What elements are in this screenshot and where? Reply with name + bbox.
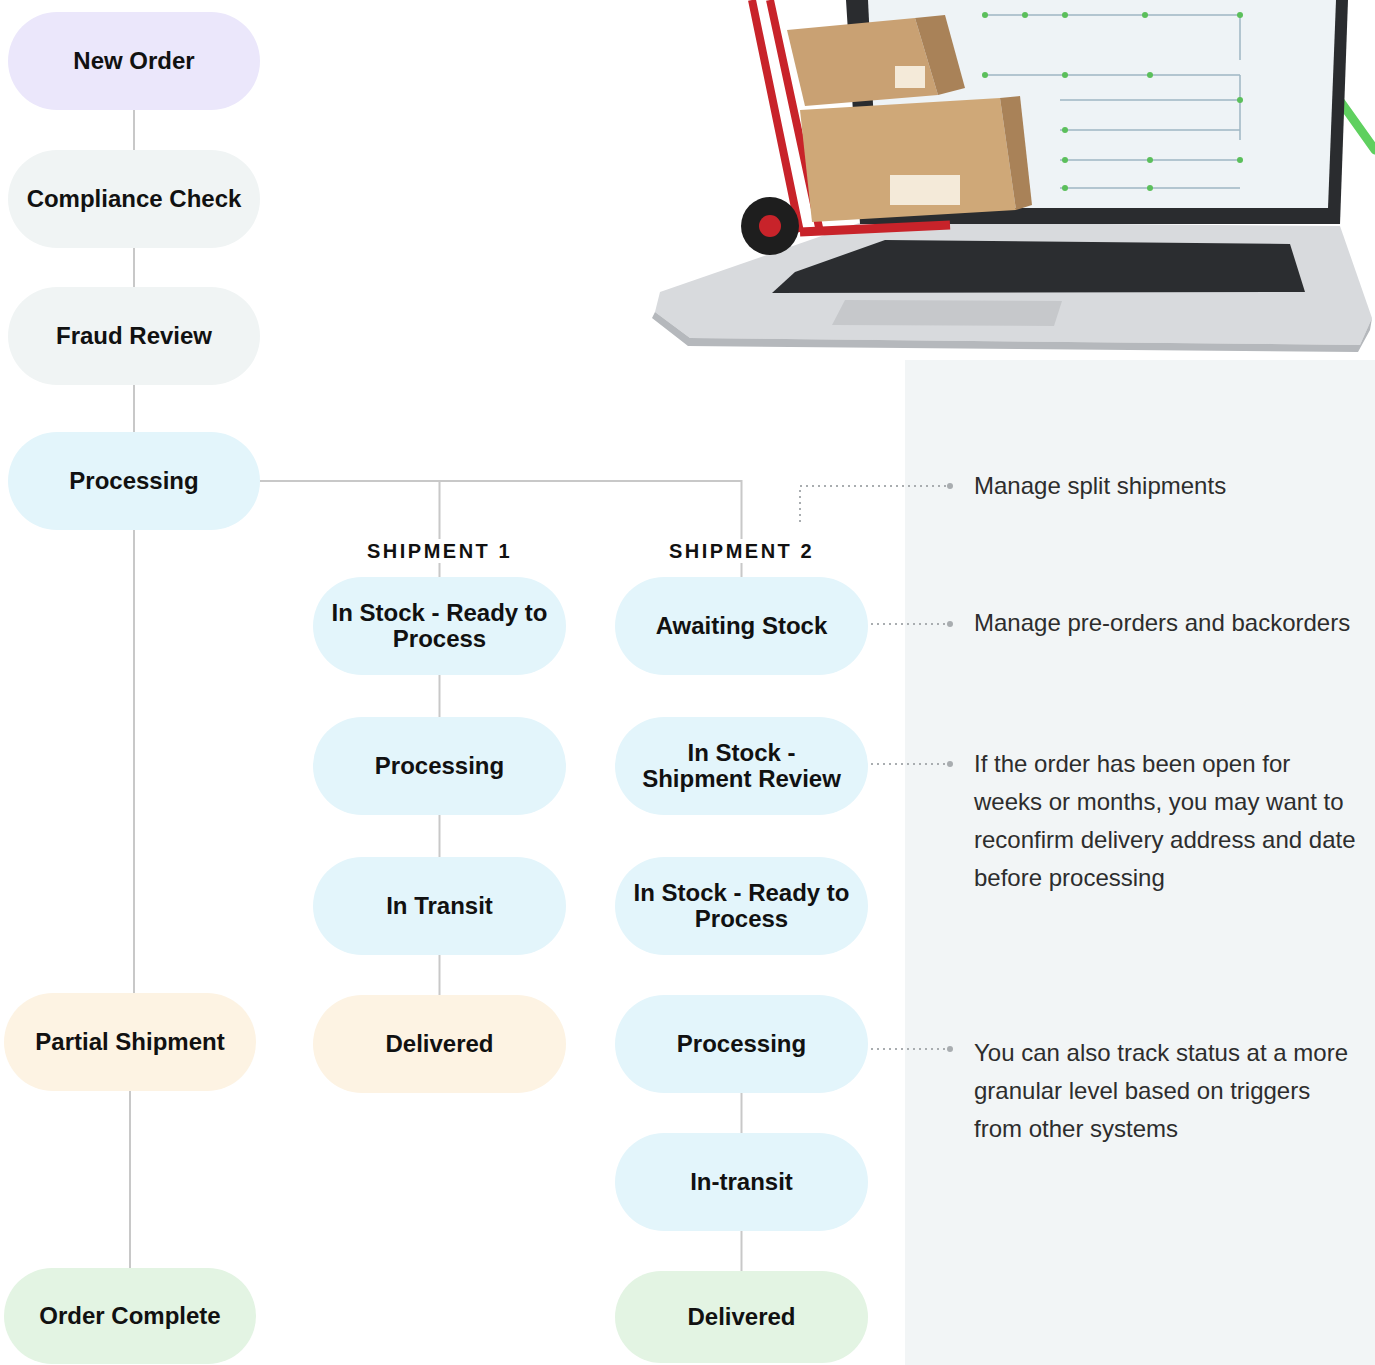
parcel-box (800, 98, 1016, 222)
connector (133, 530, 135, 993)
connector (133, 385, 135, 432)
illustration-part (1147, 185, 1153, 191)
status-label: In-transit (690, 1169, 793, 1195)
illustration-part (1022, 12, 1028, 18)
annotation-note: Manage split shipments (974, 467, 1364, 505)
annotation-note: You can also track status at a more gran… (974, 1034, 1364, 1148)
status-label: Processing (677, 1031, 806, 1057)
parcel-label (895, 66, 925, 88)
connector (439, 955, 441, 995)
status-pill: Partial Shipment (4, 993, 256, 1091)
illustration-part (982, 72, 988, 78)
status-label: Order Complete (39, 1303, 220, 1329)
side-panel (905, 360, 1375, 1365)
status-label: Awaiting Stock (656, 613, 828, 639)
laptop-keyboard (772, 240, 1305, 293)
status-label: Processing (69, 468, 198, 494)
status-pill: In-transit (615, 1133, 868, 1231)
connector (439, 675, 441, 717)
status-label: Processing (375, 753, 504, 779)
illustration-part (1237, 97, 1243, 103)
annotation-note: If the order has been open for weeks or … (974, 745, 1364, 897)
status-pill: New Order (8, 12, 260, 110)
status-pill: In Stock - Ready to Process (313, 577, 566, 675)
illustration-part (1062, 185, 1068, 191)
connector (129, 1091, 131, 1268)
truck-wheel (741, 197, 799, 255)
status-pill: Awaiting Stock (615, 577, 868, 675)
truck-hub (759, 215, 781, 237)
truck-plate (800, 225, 950, 232)
laptop-trackpad (832, 300, 1062, 326)
parcel-box (787, 18, 938, 106)
illustration-part (1062, 127, 1068, 133)
status-pill: Processing (313, 717, 566, 815)
status-pill: Fraud Review (8, 287, 260, 385)
status-pill: Order Complete (4, 1268, 256, 1364)
section-heading: SHIPMENT 2 (663, 539, 820, 563)
leader-line (871, 1048, 946, 1050)
laptop-illustration (652, 0, 1372, 352)
leader-dot (947, 483, 953, 489)
status-label: In Stock - Ready to Process (631, 880, 852, 933)
status-label: In Stock - Shipment Review (631, 740, 852, 793)
illustration-part (1237, 12, 1243, 18)
annotation-note: Manage pre-orders and backorders (974, 604, 1364, 642)
status-label: Fraud Review (56, 323, 212, 349)
leader-dot (947, 761, 953, 767)
status-pill: In Stock - Shipment Review (615, 717, 868, 815)
status-pill: Delivered (615, 1271, 868, 1363)
connector (741, 1231, 743, 1271)
leader-line (871, 623, 946, 625)
connector (439, 815, 441, 857)
illustration-part (1147, 157, 1153, 163)
leader-line (871, 763, 946, 765)
parcel-label (890, 175, 960, 205)
status-pill: Processing (8, 432, 260, 530)
status-label: In Transit (386, 893, 493, 919)
illustration-part (1062, 72, 1068, 78)
parcel-box-side (1000, 96, 1032, 210)
status-label: Compliance Check (27, 186, 242, 212)
status-pill: Compliance Check (8, 150, 260, 248)
status-label: In Stock - Ready to Process (329, 600, 550, 653)
status-label: New Order (73, 48, 194, 74)
connector (133, 110, 135, 150)
status-pill: In Transit (313, 857, 566, 955)
leader-dot (947, 1046, 953, 1052)
leader-dot (947, 621, 953, 627)
status-label: Delivered (687, 1304, 795, 1330)
illustration-part (982, 12, 988, 18)
illustration-part (1237, 157, 1243, 163)
status-pill: Delivered (313, 995, 566, 1093)
illustration-part (1062, 12, 1068, 18)
illustration-part (1147, 72, 1153, 78)
hand-truck-illustration (741, 0, 1032, 255)
leader-dots (947, 483, 953, 1052)
status-pill: Processing (615, 995, 868, 1093)
status-pill: In Stock - Ready to Process (615, 857, 868, 955)
connector (133, 248, 135, 287)
illustration-part (1062, 157, 1068, 163)
connector (741, 1093, 743, 1133)
status-label: Delivered (385, 1031, 493, 1057)
section-heading: SHIPMENT 1 (361, 539, 518, 563)
status-label: Partial Shipment (35, 1029, 224, 1055)
leader-line (800, 486, 946, 522)
illustration-part (1142, 12, 1148, 18)
